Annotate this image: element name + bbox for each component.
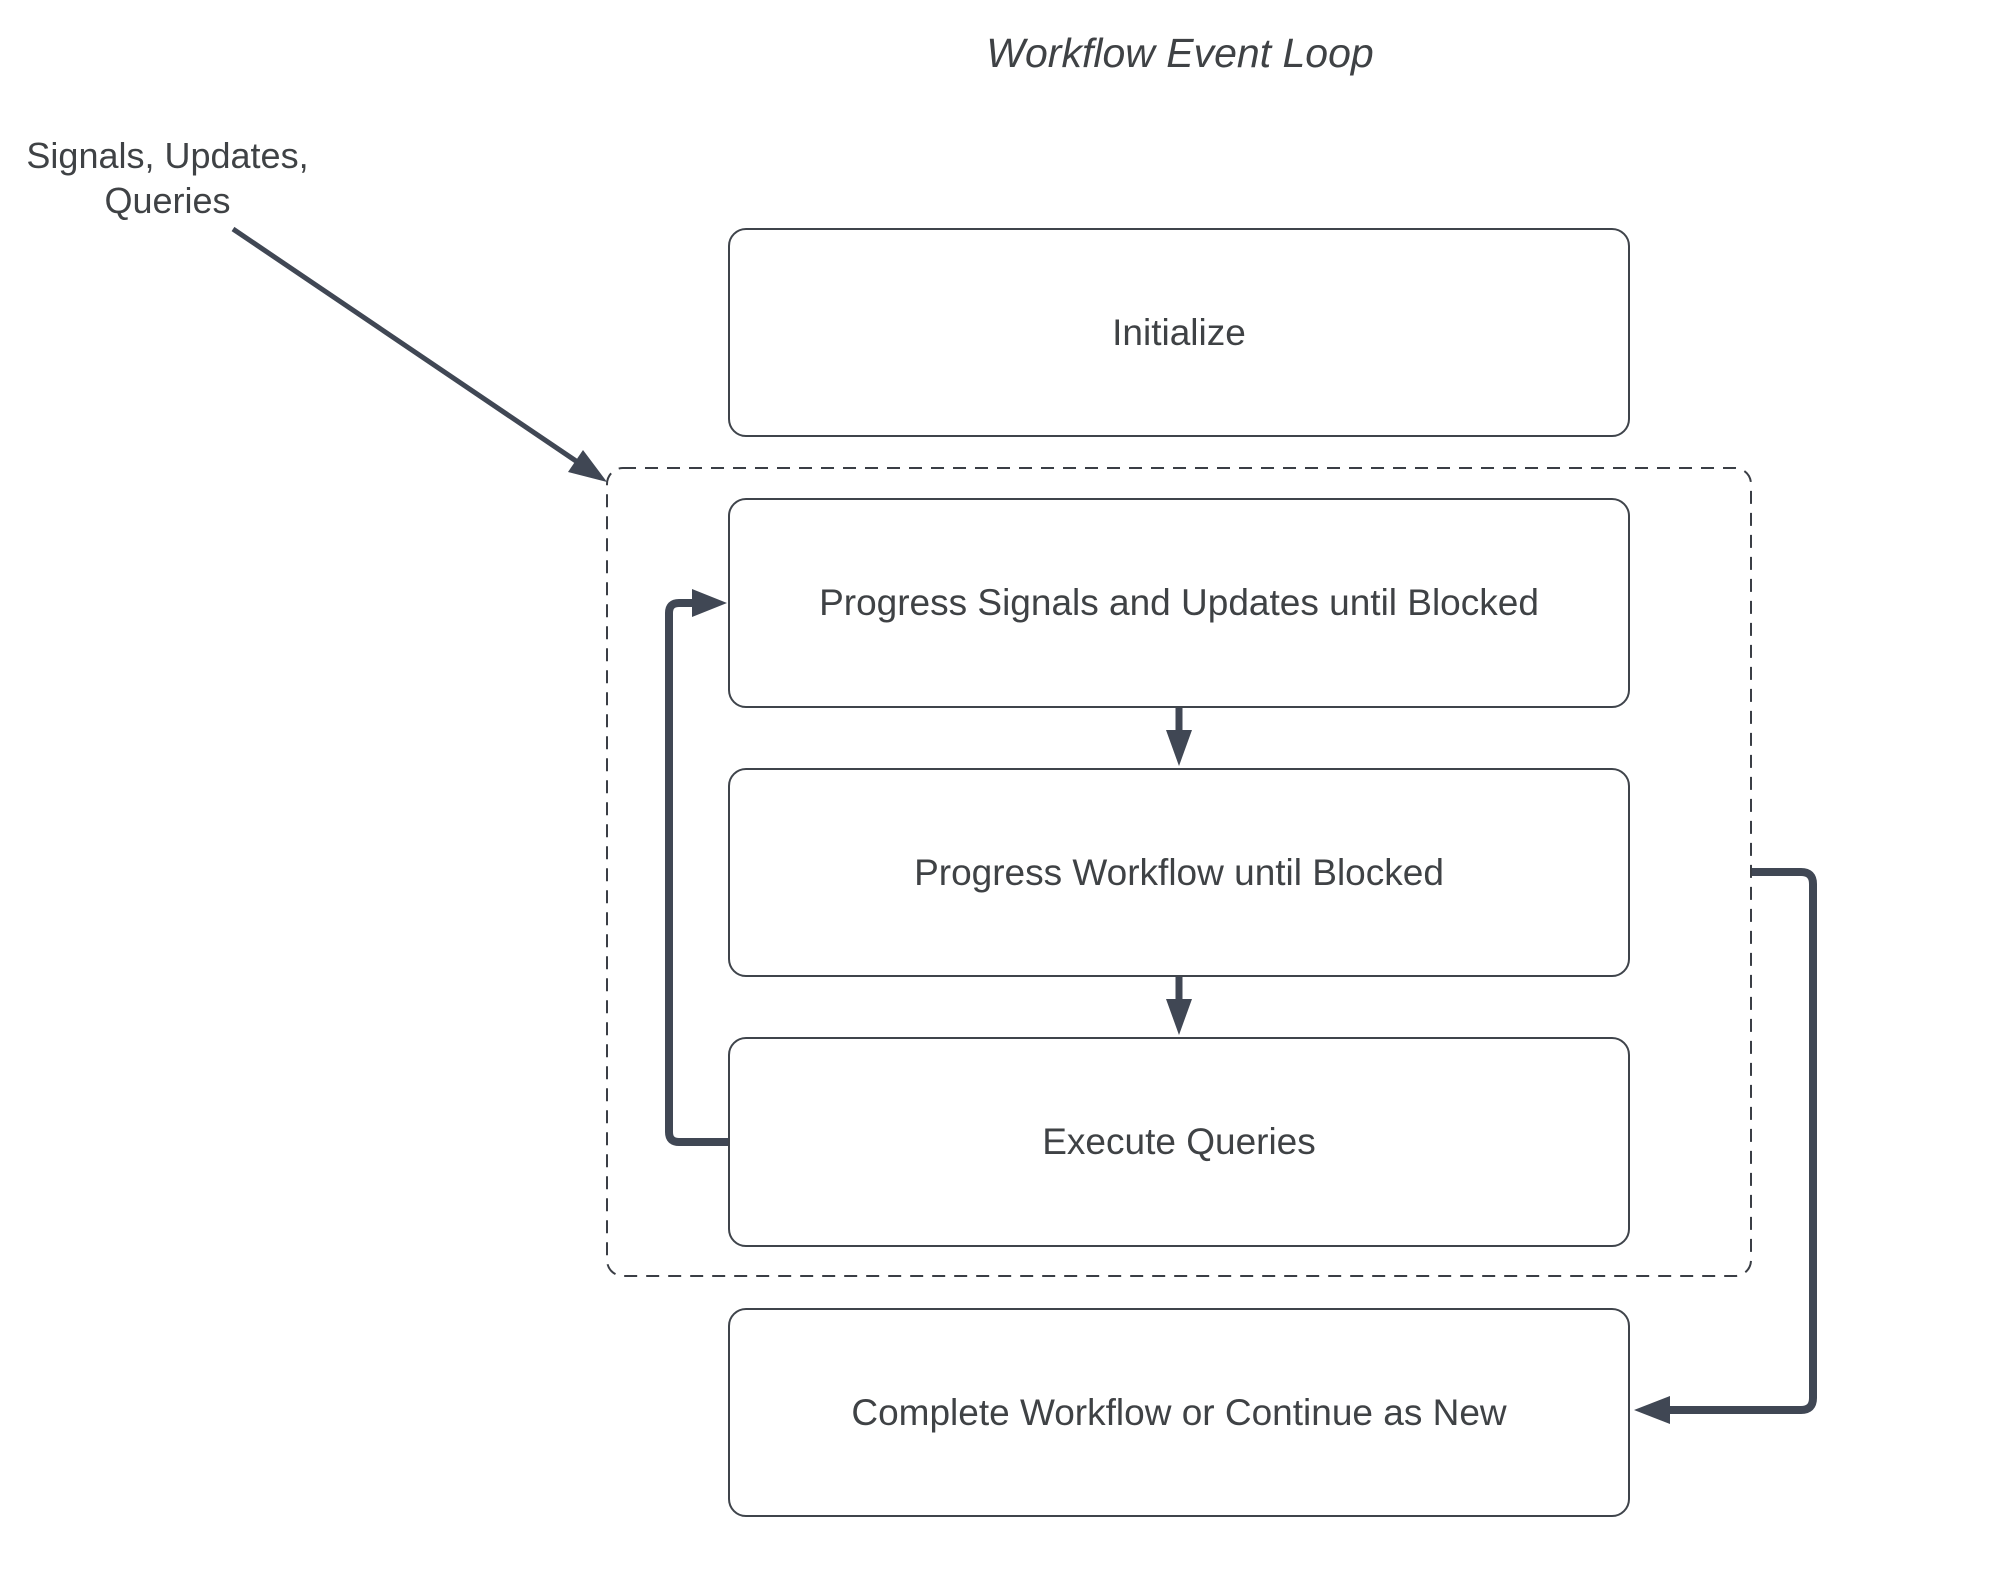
node-initialize-label: Initialize [1112, 311, 1246, 353]
annotation-line-1: Signals, Updates, [26, 135, 309, 176]
node-progress-signals-label: Progress Signals and Updates until Block… [819, 582, 1539, 623]
node-initialize: Initialize [728, 228, 1630, 437]
node-execute-queries-label: Execute Queries [1042, 1121, 1316, 1162]
signals-input-arrow [231, 226, 607, 482]
node-execute-queries: Execute Queries [728, 1037, 1630, 1247]
node-progress-signals: Progress Signals and Updates until Block… [728, 498, 1630, 708]
node-progress-workflow: Progress Workflow until Blocked [728, 768, 1630, 977]
annotation-line-2: Queries [104, 180, 231, 221]
node-complete-workflow: Complete Workflow or Continue as New [728, 1308, 1630, 1517]
continue-as-new-arrow [1634, 868, 1817, 1424]
down-arrow-workflow-to-queries [1166, 977, 1192, 1035]
node-progress-workflow-label: Progress Workflow until Blocked [914, 851, 1444, 893]
signals-updates-queries-label: Signals, Updates, Queries [20, 133, 315, 223]
node-complete-workflow-label: Complete Workflow or Continue as New [851, 1391, 1507, 1433]
down-arrow-signals-to-workflow [1166, 708, 1192, 766]
loop-back-arrow [665, 589, 730, 1146]
diagram-title: Workflow Event Loop [986, 30, 1374, 76]
